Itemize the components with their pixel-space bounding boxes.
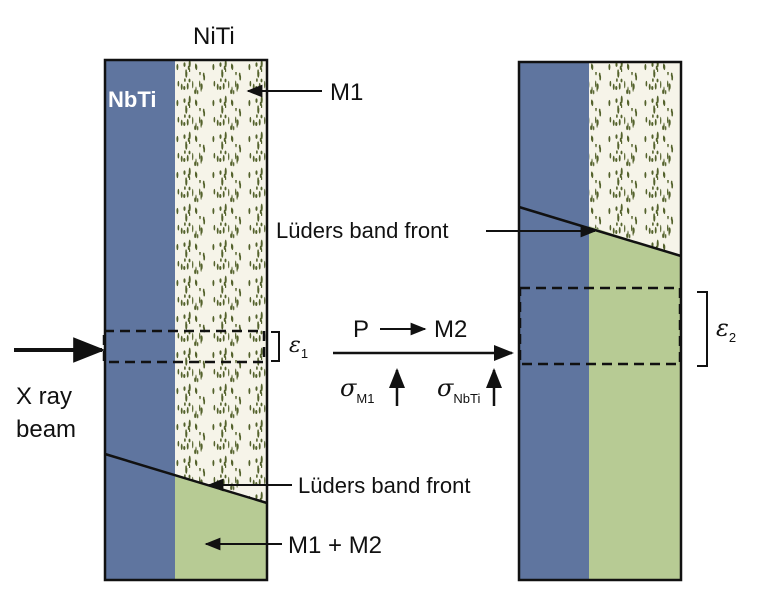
transition-m2-label: M2 xyxy=(434,316,467,343)
right-transformed-region xyxy=(589,226,681,580)
right-luders-front-line xyxy=(518,205,682,258)
luders-front-label-top: Lüders band front xyxy=(276,218,448,243)
sigma-nbti-label: σNbTi xyxy=(437,374,480,406)
luders-front-label-bottom: Lüders band front xyxy=(298,473,470,498)
nbti-label: NbTi xyxy=(108,87,156,112)
left-gauge-box xyxy=(102,329,266,364)
xray-label-line1: X ray xyxy=(16,383,72,410)
epsilon1-label: ε1 xyxy=(289,333,308,361)
epsilon2-label: ε2 xyxy=(716,314,736,345)
right-nbti-layer xyxy=(519,62,589,580)
sigma-m1-label: σM1 xyxy=(340,374,374,406)
left-sample-outline xyxy=(103,58,269,582)
xray-label-line2: beam xyxy=(16,416,76,443)
m1-m2-label: M1 + M2 xyxy=(288,532,382,559)
left-luders-front-line xyxy=(104,452,268,505)
left-nbti-layer xyxy=(105,60,175,580)
niti-label: NiTi xyxy=(193,23,235,50)
epsilon2-bracket xyxy=(697,291,708,367)
epsilon1-bracket xyxy=(271,331,280,362)
left-martensite-texture xyxy=(175,60,267,505)
m1-label: M1 xyxy=(330,79,363,106)
left-sample xyxy=(102,58,269,582)
right-martensite-texture xyxy=(589,62,681,258)
left-transformed-region xyxy=(175,474,267,580)
transition-p-label: P xyxy=(353,316,369,343)
right-sample xyxy=(517,60,683,582)
right-gauge-box xyxy=(518,286,682,366)
